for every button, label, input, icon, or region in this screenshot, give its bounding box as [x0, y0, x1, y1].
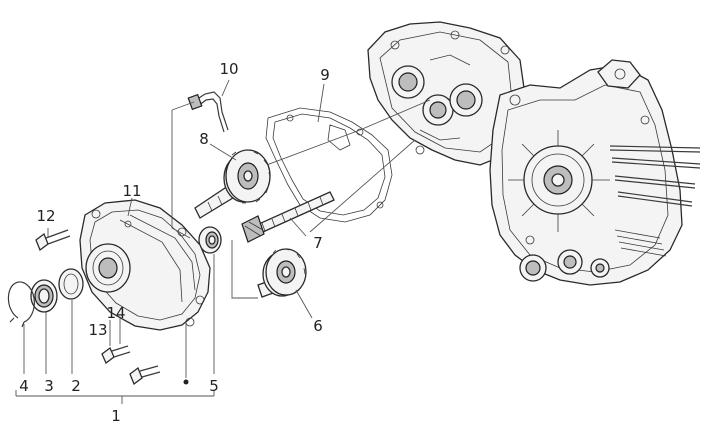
callout-7: 7 — [313, 234, 323, 252]
oil-pipe-10 — [187, 91, 229, 133]
callout-8: 8 — [199, 130, 209, 148]
bolt-14 — [129, 365, 161, 386]
bearing-5 — [198, 226, 222, 254]
circlip-4 — [7, 281, 35, 328]
gasket-inner — [272, 113, 386, 216]
callout-13: 13 — [88, 321, 107, 339]
callout-12: 12 — [36, 207, 55, 225]
leader-lines — [15, 79, 325, 404]
callout-4: 4 — [19, 377, 29, 395]
callout-9: 9 — [320, 66, 330, 84]
callout-10: 10 — [219, 60, 238, 78]
oil-seal-2 — [58, 268, 84, 300]
bolt-13 — [101, 345, 131, 365]
callout-11: 11 — [122, 182, 141, 200]
callout-1: 1 — [111, 407, 121, 425]
gear-6 — [257, 248, 307, 298]
gear-shaft-8 — [194, 149, 271, 219]
dot-marker — [183, 379, 189, 385]
callout-3: 3 — [44, 377, 54, 395]
bolt-12 — [35, 229, 71, 252]
gasket — [265, 107, 393, 223]
output-shaft — [241, 191, 335, 243]
callout-labels: 1 2 3 4 5 6 7 8 9 10 11 12 13 14 — [19, 60, 330, 425]
bearing-3 — [30, 279, 58, 313]
callout-14: 14 — [106, 304, 125, 322]
transmission-cover — [79, 199, 211, 331]
callout-2: 2 — [71, 377, 81, 395]
crankcase-assembly — [367, 21, 701, 286]
callout-5: 5 — [209, 377, 219, 395]
callout-6: 6 — [313, 317, 323, 335]
